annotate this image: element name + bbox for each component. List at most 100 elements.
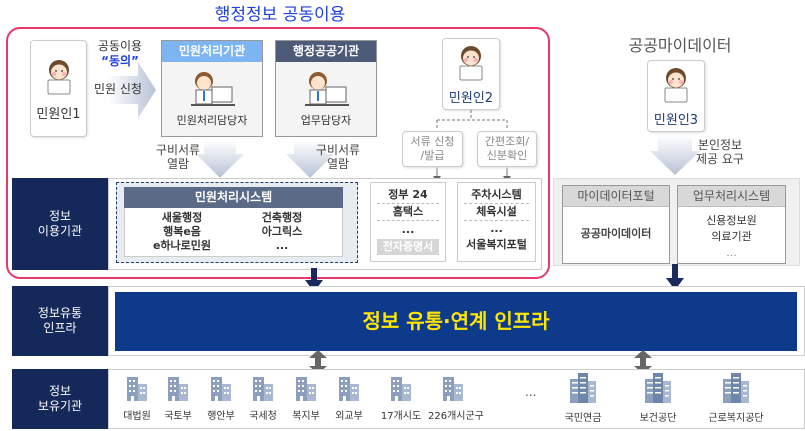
bidirectional-arrow-icon bbox=[309, 350, 327, 374]
hometax-item: 홈택스 bbox=[377, 204, 439, 221]
holder-org: 국토부 bbox=[153, 375, 203, 422]
building-icon bbox=[337, 375, 361, 401]
building-icon bbox=[251, 375, 275, 401]
biz-item: 신용정보원 bbox=[706, 214, 757, 227]
civil-system-item: e하나로민원 bbox=[152, 239, 212, 252]
staff-icon bbox=[187, 69, 237, 109]
citizen-icon bbox=[451, 43, 491, 83]
apply-issue-box: 서류 신청/발급 bbox=[402, 131, 463, 167]
sports-item: 체육시설 bbox=[464, 204, 529, 221]
civil-system-item: 새울행정 bbox=[161, 211, 203, 224]
citizen-icon bbox=[656, 65, 696, 105]
holder-agency-label: 보건공단 bbox=[639, 413, 677, 424]
consent-label: “동의” bbox=[101, 54, 139, 68]
holder-agency: 근로복지공단 bbox=[706, 373, 766, 424]
admin-office-header: 행정공공기관 bbox=[276, 41, 376, 62]
section-title-admin-sharing: 행정정보 공동이용 bbox=[214, 5, 346, 25]
staff-icon bbox=[301, 69, 351, 109]
holder-org: 대법원 bbox=[112, 375, 162, 422]
holder-org-label: 행안부 bbox=[207, 411, 235, 422]
down-arrow-icon bbox=[650, 135, 700, 175]
holders-ellipsis: ... bbox=[525, 385, 537, 399]
citizen1-label: 민원인1 bbox=[36, 107, 81, 122]
biz-item: 의료기관 bbox=[711, 230, 752, 243]
consent-line1: 공동이용 bbox=[97, 39, 143, 53]
row-label-line2: 이용기관 bbox=[37, 224, 83, 238]
holder-agency: 국민연금 bbox=[553, 373, 613, 424]
civil-office-header: 민원처리기관 bbox=[162, 41, 262, 62]
citizen3-card: 민원인3 bbox=[647, 60, 705, 132]
row-label-line1: 정보 bbox=[48, 384, 72, 398]
holder-org: 행안부 bbox=[196, 375, 246, 422]
civil-staff-label: 민원처리담당자 bbox=[176, 114, 248, 127]
request-line2: 제공 요구 bbox=[696, 152, 744, 166]
branch2-line1: 간편조회/ bbox=[484, 135, 530, 148]
gov24-box: 정부 24 홈택스 ... 전자증명서 bbox=[370, 182, 446, 262]
gov24-item: 정부 24 bbox=[377, 187, 439, 204]
id-check-box: 간편조회/신분확인 bbox=[477, 131, 537, 167]
mydata-portal-header: 마이데이터포털 bbox=[563, 186, 669, 207]
mydata-portal-box: 마이데이터포털 공공마이데이터 bbox=[562, 185, 670, 264]
holder-org: 복지부 bbox=[281, 375, 331, 422]
biz-system-box: 업무처리시스템 신용정보원 의료기관 ... bbox=[677, 185, 786, 264]
citizen-icon bbox=[39, 57, 79, 97]
ellipsis-item: ... bbox=[401, 223, 415, 236]
holder-org-label: 외교부 bbox=[335, 411, 363, 422]
civil-system-item: 행복e음 bbox=[163, 225, 201, 238]
down-arrow-icon bbox=[666, 264, 684, 290]
ellipsis-item: ... bbox=[490, 222, 503, 235]
view-docs-line1: 구비서류 bbox=[155, 143, 201, 157]
building-icon bbox=[294, 375, 318, 401]
civil-system-item: ... bbox=[275, 239, 289, 252]
holder-org: 226개시군구 bbox=[428, 375, 484, 422]
admin-sharing-frame bbox=[6, 27, 550, 279]
branch2-line2: 신분확인 bbox=[486, 149, 528, 162]
holder-agency-label: 국민연금 bbox=[564, 413, 602, 424]
down-arrow-icon bbox=[286, 140, 334, 178]
biz-system-header: 업무처리시스템 bbox=[678, 186, 785, 207]
civil-office-box: 민원처리기관 민원처리담당자 bbox=[161, 40, 263, 137]
holder-org: 외교부 bbox=[324, 375, 374, 422]
welfare-portal-item: 서울복지포털 bbox=[466, 238, 527, 251]
holder-agency-label: 근로복지공단 bbox=[708, 413, 764, 424]
holder-org-label: 복지부 bbox=[292, 411, 320, 422]
citizen1-card: 민원인1 bbox=[30, 40, 87, 137]
admin-staff-label: 업무담당자 bbox=[300, 114, 352, 127]
branch1-line2: /발급 bbox=[420, 149, 445, 162]
bidirectional-arrow-icon bbox=[634, 350, 652, 374]
civil-system-item: 아그릭스 bbox=[261, 225, 303, 238]
holder-org-label: 17개시도 bbox=[380, 411, 422, 422]
citizen3-label: 민원인3 bbox=[653, 113, 699, 128]
building-icon bbox=[441, 375, 465, 401]
holder-agency: 보건공단 bbox=[628, 373, 688, 424]
mydata-title: 공공마이데이터 bbox=[628, 36, 732, 55]
view-docs-line2: 열람 bbox=[326, 157, 350, 171]
building-icon bbox=[166, 375, 190, 401]
view-docs-line2: 열람 bbox=[166, 157, 190, 171]
row-label-line1: 정보유통 bbox=[37, 306, 83, 320]
row-label-line1: 정보 bbox=[48, 209, 72, 223]
holder-org-label: 226개시군구 bbox=[428, 411, 484, 422]
building-icon bbox=[389, 375, 413, 401]
citizen2-card: 민원인2 bbox=[442, 38, 500, 110]
holder-org-label: 대법원 bbox=[123, 411, 151, 422]
row-label-line2: 보유기관 bbox=[37, 399, 83, 413]
holder-org-label: 국세청 bbox=[249, 411, 277, 422]
biz-item: ... bbox=[726, 246, 737, 259]
building-icon bbox=[209, 375, 233, 401]
holder-org-label: 국토부 bbox=[164, 411, 192, 422]
admin-office-box: 행정공공기관 업무담당자 bbox=[275, 40, 377, 137]
apply-arrow-icon bbox=[108, 62, 156, 118]
civil-system-item: 건축행정 bbox=[261, 211, 303, 224]
mydata-portal-item: 공공마이데이터 bbox=[580, 227, 652, 240]
civil-system-header: 민원처리시스템 bbox=[124, 187, 343, 208]
holder-org: 17개시도 bbox=[376, 375, 426, 422]
parking-item: 주차시스템 bbox=[464, 187, 529, 204]
citizen2-label: 민원인2 bbox=[448, 91, 494, 106]
parking-box: 주차시스템 체육시설 ... 서울복지포털 bbox=[457, 182, 536, 262]
